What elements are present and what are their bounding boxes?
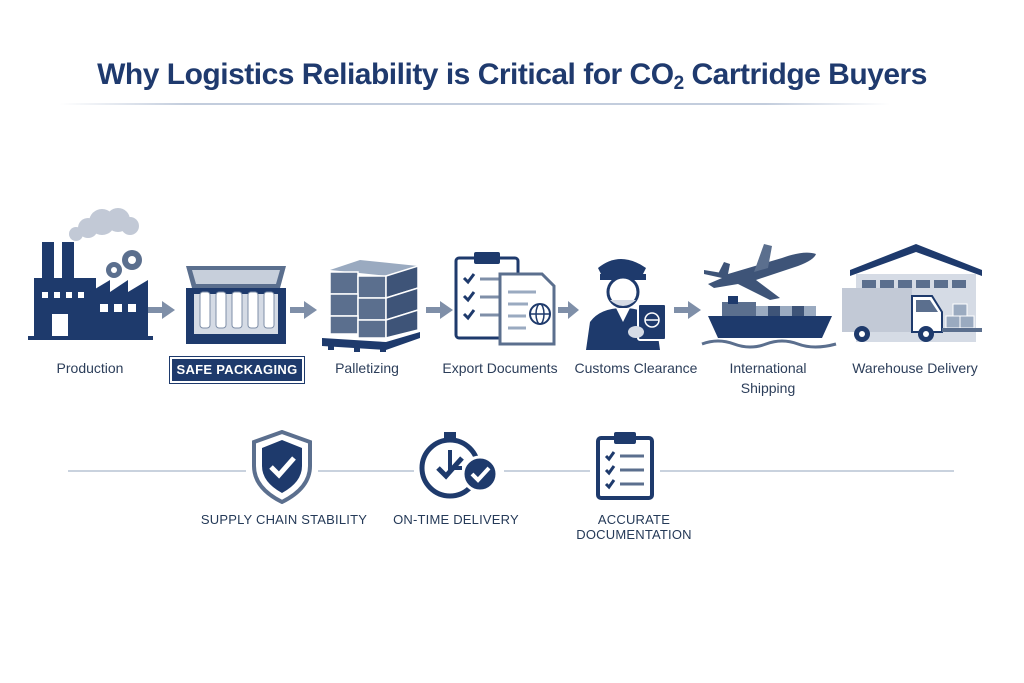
shield-check-icon [252, 430, 312, 504]
step-label-palletizing: Palletizing [335, 360, 399, 376]
clock-check-icon [419, 432, 499, 499]
pallet-icon [322, 260, 420, 352]
step-label-safe-packaging: SAFE PACKAGING [170, 357, 304, 383]
feature-divider [504, 470, 590, 472]
step-label-production: Production [56, 360, 124, 376]
flow-arrow [426, 301, 453, 319]
warehouse-truck-icon [842, 244, 982, 342]
feature-divider [68, 470, 246, 472]
title-divider [60, 103, 890, 105]
title-bold: Why Logistics Reliability [97, 58, 438, 91]
documents-icon [454, 252, 556, 346]
factory-icon [28, 208, 153, 340]
step-label-line: Shipping [740, 380, 796, 396]
feature-label-accurate-documentation: ACCURATE DOCUMENTATION [576, 512, 692, 542]
step-label-warehouse-delivery: Warehouse Delivery [852, 360, 978, 376]
feature-label-on-time-delivery: ON-TIME DELIVERY [393, 512, 519, 527]
flow-arrow [290, 301, 317, 319]
title-end: Cartridge Buyers [683, 58, 927, 91]
feature-divider [318, 470, 414, 472]
step-label-customs-clearance: Customs Clearance [574, 360, 698, 376]
step-label-export-documents: Export Documents [442, 360, 558, 376]
flow-arrow [674, 301, 701, 319]
feature-divider [660, 470, 954, 472]
step-label-international-shipping: International Shipping [708, 358, 828, 398]
flow-arrow [558, 301, 579, 319]
clipboard-checklist-icon [596, 432, 654, 500]
packaging-box-icon [186, 266, 286, 344]
title-rest: is Critical for CO [438, 58, 674, 91]
title-subscript: 2 [673, 73, 685, 94]
customs-officer-icon [586, 259, 667, 350]
page-title: Why Logistics Reliability is Critical fo… [0, 58, 1024, 95]
flow-arrow [148, 301, 175, 319]
step-label-line: International [729, 360, 807, 376]
plane-ship-icon [701, 244, 837, 349]
feature-label-supply-chain-stability: SUPPLY CHAIN STABILITY [200, 512, 368, 527]
